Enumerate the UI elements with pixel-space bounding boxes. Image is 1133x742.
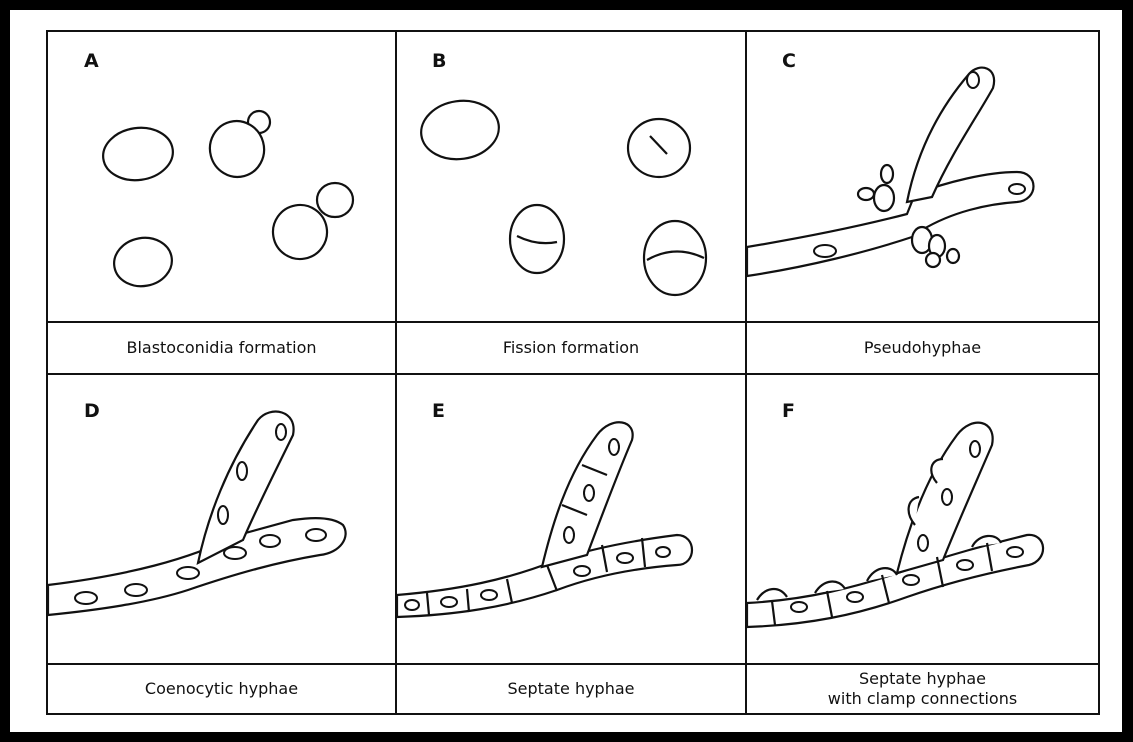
figure-frame: A B C D E F Blastoconidia formation Fiss… — [10, 10, 1122, 732]
yeast-bud — [315, 181, 355, 219]
nucleus — [583, 484, 595, 502]
nucleus — [223, 546, 247, 560]
nucleus — [1008, 183, 1026, 195]
nucleus — [404, 599, 420, 611]
nucleus — [259, 534, 281, 548]
panel-e-illustration — [395, 421, 693, 619]
nucleus — [941, 488, 953, 506]
panel-letter-f: F — [782, 400, 795, 422]
yeast-cell-fission — [626, 117, 692, 179]
fission-line — [516, 235, 558, 245]
nucleus — [956, 559, 974, 571]
yeast-cell-fission — [642, 219, 708, 297]
nucleus — [217, 505, 229, 525]
panel-letter-d: D — [84, 400, 100, 422]
nucleus — [124, 583, 148, 597]
divider-caption-row-1 — [48, 321, 1098, 323]
hypha-branch — [196, 410, 295, 566]
nucleus — [608, 438, 620, 456]
blastoconidium — [879, 163, 895, 185]
yeast-cell — [102, 126, 174, 182]
panel-letter-e: E — [432, 400, 445, 422]
caption-fission: Fission formation — [502, 338, 640, 357]
septa — [561, 463, 608, 517]
pseudohypha-branch — [905, 66, 996, 204]
fission-septum — [646, 250, 705, 261]
nucleus — [966, 71, 980, 89]
septa — [770, 542, 994, 626]
panel-d-illustration — [46, 410, 347, 617]
nucleus — [1006, 546, 1024, 558]
nucleus — [176, 566, 200, 580]
caption-clamp-line2: with clamp connections — [827, 689, 1018, 708]
divider-row — [48, 373, 1098, 375]
yeast-cell-budding — [271, 203, 329, 261]
nucleus — [616, 552, 634, 564]
fission-line — [649, 135, 668, 155]
nucleus — [655, 546, 671, 558]
caption-coenocytic: Coenocytic hyphae — [144, 679, 299, 698]
caption-septate: Septate hyphae — [507, 679, 635, 698]
nucleus — [480, 589, 498, 601]
panel-a-illustration — [102, 109, 355, 288]
nucleus — [236, 461, 248, 481]
nucleus — [74, 591, 98, 605]
panel-letter-a: A — [84, 50, 99, 72]
clamp-connections — [756, 534, 1003, 601]
yeast-cell-budding — [208, 119, 266, 179]
caption-pseudohyphae: Pseudohyphae — [863, 338, 982, 357]
nucleus — [305, 528, 327, 542]
nucleus — [902, 574, 920, 586]
caption-clamp-line1: Septate hyphae — [859, 669, 986, 688]
nucleus — [440, 596, 458, 608]
nucleus — [969, 440, 981, 458]
panel-letter-c: C — [782, 50, 796, 72]
blastoconidium — [856, 186, 876, 202]
panel-b-illustration — [420, 99, 708, 297]
blastoconidium — [924, 251, 942, 269]
panel-c-illustration — [745, 66, 1035, 278]
divider-vertical-1 — [395, 32, 397, 713]
nucleus — [813, 244, 837, 258]
nucleus — [790, 601, 808, 613]
nucleus — [275, 423, 287, 441]
panel-grid: A B C D E F Blastoconidia formation Fiss… — [46, 30, 1100, 715]
panel-f-illustration — [745, 421, 1045, 629]
nucleus — [917, 534, 929, 552]
panel-letter-b: B — [432, 50, 447, 72]
septa — [425, 537, 647, 616]
yeast-cell — [420, 99, 500, 161]
nucleus — [563, 526, 575, 544]
blastoconidium — [945, 247, 961, 265]
caption-blastoconidia: Blastoconidia formation — [126, 338, 317, 357]
nucleus — [573, 565, 591, 577]
divider-caption-row-2 — [48, 663, 1098, 665]
yeast-cell-fission — [508, 203, 566, 275]
yeast-cell — [113, 236, 173, 288]
caption-clamp: Septate hyphae with clamp connections — [747, 665, 1098, 713]
divider-vertical-2 — [745, 32, 747, 713]
nucleus — [846, 591, 864, 603]
clamp-connections — [907, 457, 944, 526]
blastoconidium — [872, 183, 896, 213]
hypha-main — [745, 533, 1045, 629]
